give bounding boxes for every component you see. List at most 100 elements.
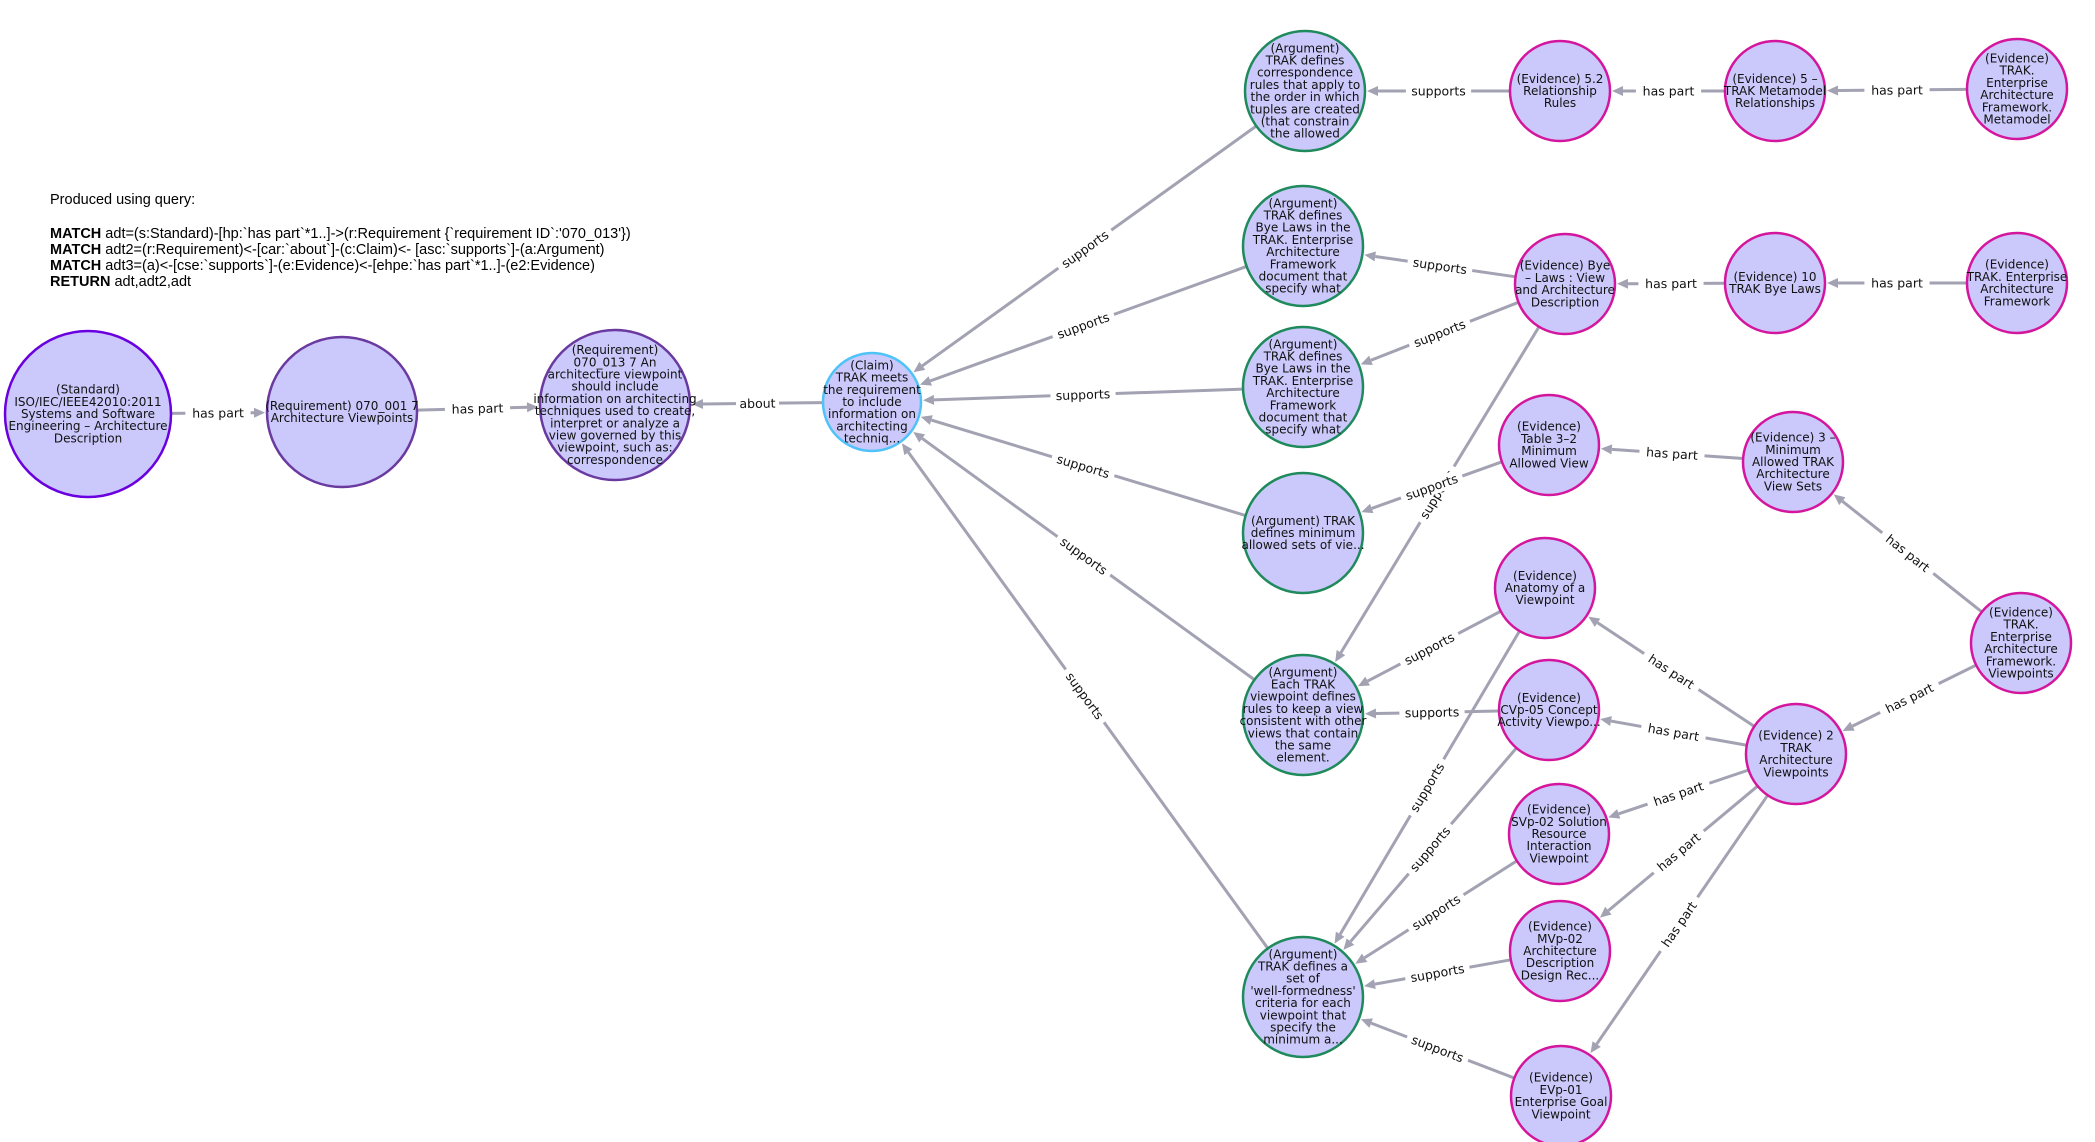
node-label-line: Relationship [1523,84,1597,98]
graph-edge-evVp-ev2[interactable]: has part [1842,663,1977,731]
edge-label-group: has part [1654,892,1705,956]
graph-edge-arg2-claim[interactable]: supports [919,265,1248,386]
edge-arrowhead [1588,616,1601,627]
node-label-line: Viewpoint [1515,593,1574,607]
node-label-line: element. [1276,751,1329,765]
graph-node-evMeta[interactable]: (Evidence)TRAK.EnterpriseArchitectureFra… [1965,37,2069,141]
node-label-line: to include [842,395,901,409]
edge-label: has part [1871,276,1923,291]
edge-label-background [1053,223,1116,275]
graph-edge-evVp-ev3[interactable]: has part [1833,494,1983,614]
graph-edge-evAnat-arg5[interactable]: supports [1357,609,1502,687]
graph-edge-ev2-evAnat[interactable]: has part [1588,616,1756,728]
node-label-line: techniq... [844,432,900,446]
node-label-line: TRAK. [2002,618,2038,632]
node-label-line: (Evidence) 5.2 [1517,72,1604,86]
graph-edge-evMeta-ev5[interactable]: has part [1826,81,1968,99]
graph-node-ev5[interactable]: (Evidence) 5 –TRAK MetamodelRelationship… [1723,39,1827,143]
node-label-line: viewpoint that [1260,1008,1347,1022]
graph-node-evSVp[interactable]: (Evidence)SVp-02 SolutionResourceInterac… [1507,782,1611,886]
evidence-node-circle [1493,536,1597,640]
edge-label: supports [1402,629,1457,668]
graph-edge-evAnat-arg6[interactable]: supports [1334,630,1521,944]
graph-edge-claim-req2[interactable]: about [691,395,824,412]
graph-edge-std-req1[interactable]: has part [170,404,266,422]
graph-node-std[interactable]: (Standard)ISO/IEC/IEEE42010:2011Systems … [3,329,173,499]
requirement-node-circle [538,328,692,482]
graph-node-evVp[interactable]: (Evidence)TRAK.EnterpriseArchitectureFra… [1969,591,2073,695]
edge-label-group: has part [1645,775,1712,812]
graph-edge-evBye-arg2[interactable]: supports [1364,251,1516,279]
query-keyword: MATCH [50,258,102,274]
node-label-line: interpret or analyze a [550,416,680,430]
graph-edge-ev52-arg1[interactable]: supports [1367,83,1510,99]
graph-edge-ev5-ev52[interactable]: has part [1612,83,1725,99]
graph-edge-arg4-claim[interactable]: supports [920,415,1247,517]
edge-arrowhead [1600,444,1613,455]
edge-label-group: supports [1396,626,1462,671]
graph-node-evMVp[interactable]: (Evidence)MVp-02ArchitectureDescriptionD… [1508,899,1612,1003]
graph-edge-ev10-evBye[interactable]: has part [1616,275,1726,292]
node-label-line: Viewpoints [1763,765,1828,779]
graph-edge-evBye-arg3[interactable]: supports [1360,300,1520,365]
graph-edge-arg6-claim[interactable]: supports [901,443,1270,950]
edge-arrowhead [1364,979,1376,990]
graph-edge-ev2-evMVp[interactable]: has part [1599,784,1759,918]
evidence-node-circle [1497,658,1601,762]
node-label-line: document that [1259,411,1348,425]
graph-node-evFw[interactable]: (Evidence)TRAK. EnterpriseArchitectureFr… [1965,231,2069,335]
edge-label: has part [1654,829,1703,874]
graph-edge-ev2-evEVp[interactable]: has part [1590,794,1769,1054]
graph-edge-req1-req2[interactable]: has part [416,399,539,418]
node-label-line: (Evidence) Bye [1520,259,1611,273]
node-label-line: (Evidence) 3 – [1750,431,1835,445]
edge-label-background [1639,718,1707,746]
graph-edge-evEVp-arg6[interactable]: supports [1360,1018,1515,1080]
graph-edge-arg1-claim[interactable]: supports [913,124,1258,373]
edge-label-background [1864,81,1930,99]
edge-label-background [1405,83,1472,99]
evidence-node-circle [1965,231,2069,335]
node-label-line: Each TRAK [1271,678,1336,692]
query-line: MATCH adt3=(a)<-[cse:`supports`]-(e:Evid… [50,258,631,274]
graph-edge-evMVp-arg6[interactable]: supports [1364,958,1512,990]
node-label-line: the same [1275,739,1331,753]
node-label-line: Framework. [1986,654,2056,668]
query-panel: Produced using query: MATCH adt=(s:Stand… [50,192,631,290]
node-label-line: rules to keep a view [1243,702,1364,716]
node-label-line: set of [1286,972,1320,986]
graph-edge-ev2-evCVp[interactable]: has part [1600,716,1748,747]
graph-edge-ev3-evT32[interactable]: has part [1600,443,1744,464]
query-text: adt,adt2,adt [110,274,192,290]
edge-label-background [1404,888,1468,937]
graph-node-arg1[interactable]: (Argument)TRAK definescorrespondencerule… [1243,29,1367,153]
edge-label-group: supports [1402,818,1458,879]
node-label-line: Enterprise [1990,630,2052,644]
argument-node-circle [1241,935,1365,1059]
graph-edge-arg3-claim[interactable]: supports [922,385,1244,405]
graph-edge-evFw-ev10[interactable]: has part [1827,275,1967,291]
edge-arrowhead [691,398,704,409]
graph-edge-evSVp-arg6[interactable]: supports [1355,859,1518,964]
graph-edge-evCVp-arg5[interactable]: supports [1364,703,1500,722]
node-label-line: Viewpoint [1529,851,1588,865]
